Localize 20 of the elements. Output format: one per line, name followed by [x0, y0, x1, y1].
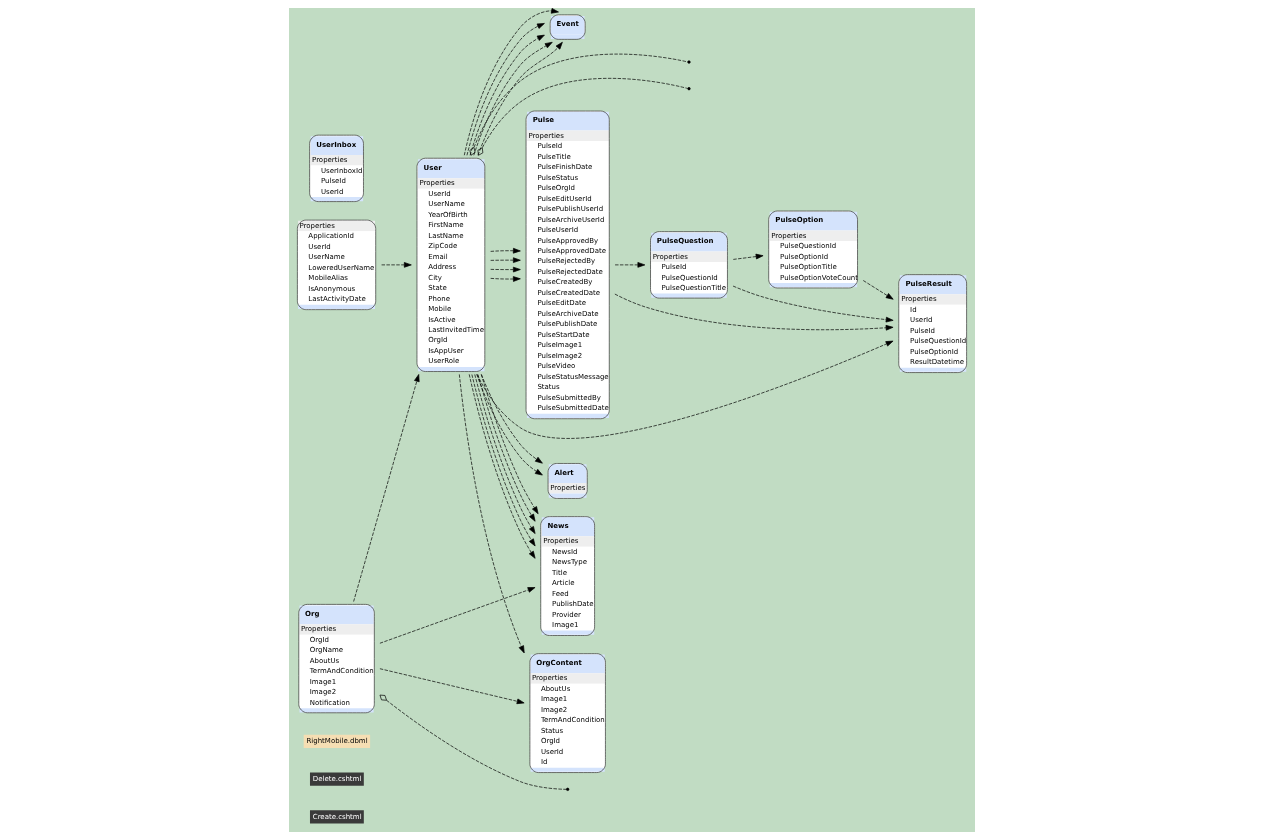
arrow [353, 374, 420, 602]
arrow [490, 266, 521, 273]
arrow [473, 41, 553, 156]
arrow [481, 374, 543, 464]
arrow [490, 247, 521, 254]
arrow [732, 285, 894, 323]
arrow [477, 41, 563, 156]
arrow [732, 253, 764, 260]
arrow [379, 587, 536, 644]
arrow [490, 257, 521, 263]
arrow [381, 262, 412, 268]
arrow [458, 374, 525, 654]
connector [482, 78, 688, 148]
arrow [862, 280, 894, 300]
connector [473, 53, 688, 148]
arrow [379, 668, 525, 705]
arrow [463, 8, 559, 156]
arrow [614, 262, 646, 268]
arrow [490, 276, 521, 282]
arrow [476, 373, 543, 476]
